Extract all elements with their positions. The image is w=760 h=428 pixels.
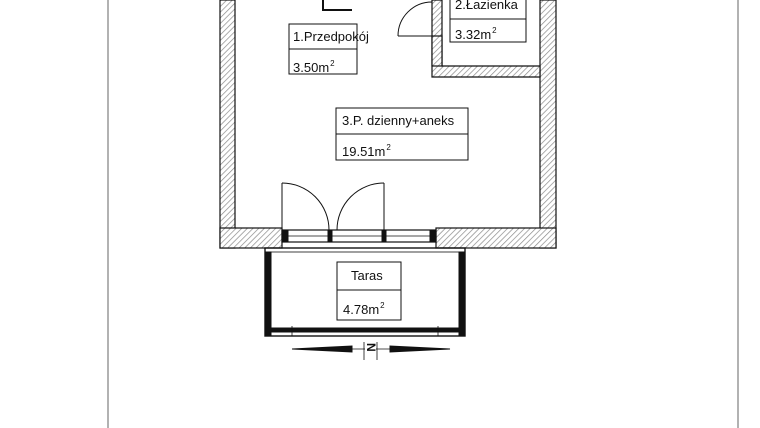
area-value: 3.50 [293, 60, 319, 75]
label-box-lazienka [449, 0, 527, 43]
wardrobe-fixture [322, 0, 352, 11]
area-unit: m [368, 302, 380, 317]
area-exponent: 2 [492, 26, 497, 35]
room-area-przedpokoj: 3.50m2 [293, 56, 335, 75]
area-value: 4.78 [343, 302, 369, 317]
compass-section-line [291, 342, 451, 360]
area-exponent: 2 [386, 143, 391, 152]
wall-bottom-left [219, 227, 283, 249]
wall-right [539, 0, 557, 249]
room-name-przedpokoj: 1.Przedpokój [293, 29, 369, 44]
area-value: 19.51 [342, 144, 375, 159]
terrace-enclosure [264, 247, 466, 337]
terrace-double-door [281, 182, 385, 231]
area-unit: m [480, 27, 492, 42]
room-name-pokoj-dzienny: 3.P. dzienny+aneks [342, 113, 455, 128]
room-area-pokoj-dzienny: 19.51m2 [342, 140, 391, 159]
label-box-taras [336, 261, 402, 321]
room-label-boxes [288, 0, 527, 321]
wall-left [219, 0, 236, 249]
room-name-taras: Taras [351, 268, 383, 283]
room-area-taras: 4.78m2 [343, 298, 385, 317]
bathroom-walls [431, 0, 541, 78]
area-exponent: 2 [330, 59, 335, 68]
area-unit: m [374, 144, 386, 159]
area-exponent: 2 [380, 301, 385, 310]
bathroom-door [397, 1, 433, 37]
area-unit: m [318, 60, 330, 75]
room-name-lazienka: 2.Łazienka [455, 0, 518, 12]
outer-walls [219, 0, 557, 249]
compass-north-letter: N [364, 343, 378, 352]
area-value: 3.32 [455, 27, 481, 42]
balcony-window-frame [281, 229, 437, 243]
room-area-lazienka: 3.32m2 [455, 23, 497, 42]
wall-bottom-right [435, 227, 557, 249]
